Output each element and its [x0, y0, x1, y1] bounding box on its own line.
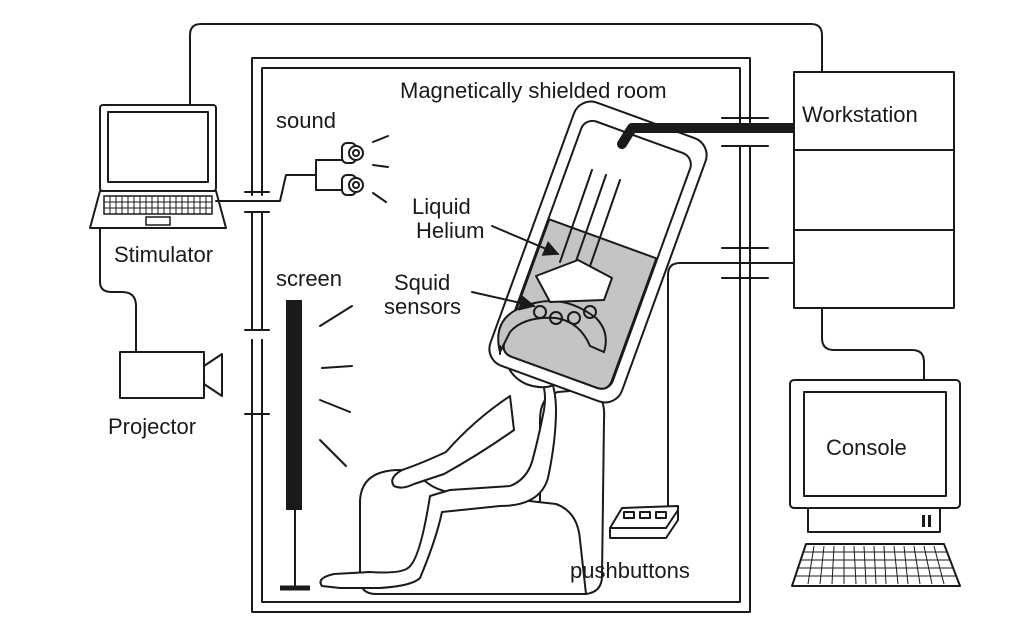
- squid-label-line1: Squid: [394, 270, 450, 295]
- helium-arrow: [491, 225, 560, 256]
- pushbuttons-label: pushbuttons: [570, 558, 690, 583]
- liquid-helium-label-line1: Liquid: [412, 194, 471, 219]
- liquid-helium-label-line2: Helium: [416, 218, 484, 243]
- stimulator-label: Stimulator: [114, 242, 213, 267]
- workstation-label: Workstation: [802, 102, 918, 127]
- console-keyboard: [791, 543, 961, 587]
- console-label: Console: [826, 435, 907, 460]
- cable-sound: [215, 174, 317, 202]
- cable-console: [821, 307, 925, 381]
- screen-label: screen: [276, 266, 342, 291]
- room-label: Magnetically shielded room: [400, 78, 667, 103]
- laptop-keyboard: [103, 195, 213, 226]
- stimulator-laptop: [89, 104, 227, 229]
- projector-label: Projector: [108, 414, 196, 439]
- cable-dewar-workstation: [617, 123, 801, 149]
- squid-arrow: [471, 291, 536, 311]
- projector-icon: [119, 351, 223, 399]
- projection-screen: [280, 300, 353, 591]
- speaker-icon: [341, 135, 389, 203]
- cable-projector: [99, 227, 137, 353]
- sound-label: sound: [276, 108, 336, 133]
- cable-pushbuttons: [667, 262, 795, 509]
- squid-label-line2: sensors: [384, 294, 461, 319]
- pushbutton-box: [609, 505, 679, 539]
- workstation-icon: [793, 71, 955, 309]
- console-monitor: [789, 379, 961, 533]
- shielded-room: [244, 57, 769, 613]
- meg-dewar: [488, 100, 708, 404]
- cable-stimulator-workstation: [189, 23, 823, 106]
